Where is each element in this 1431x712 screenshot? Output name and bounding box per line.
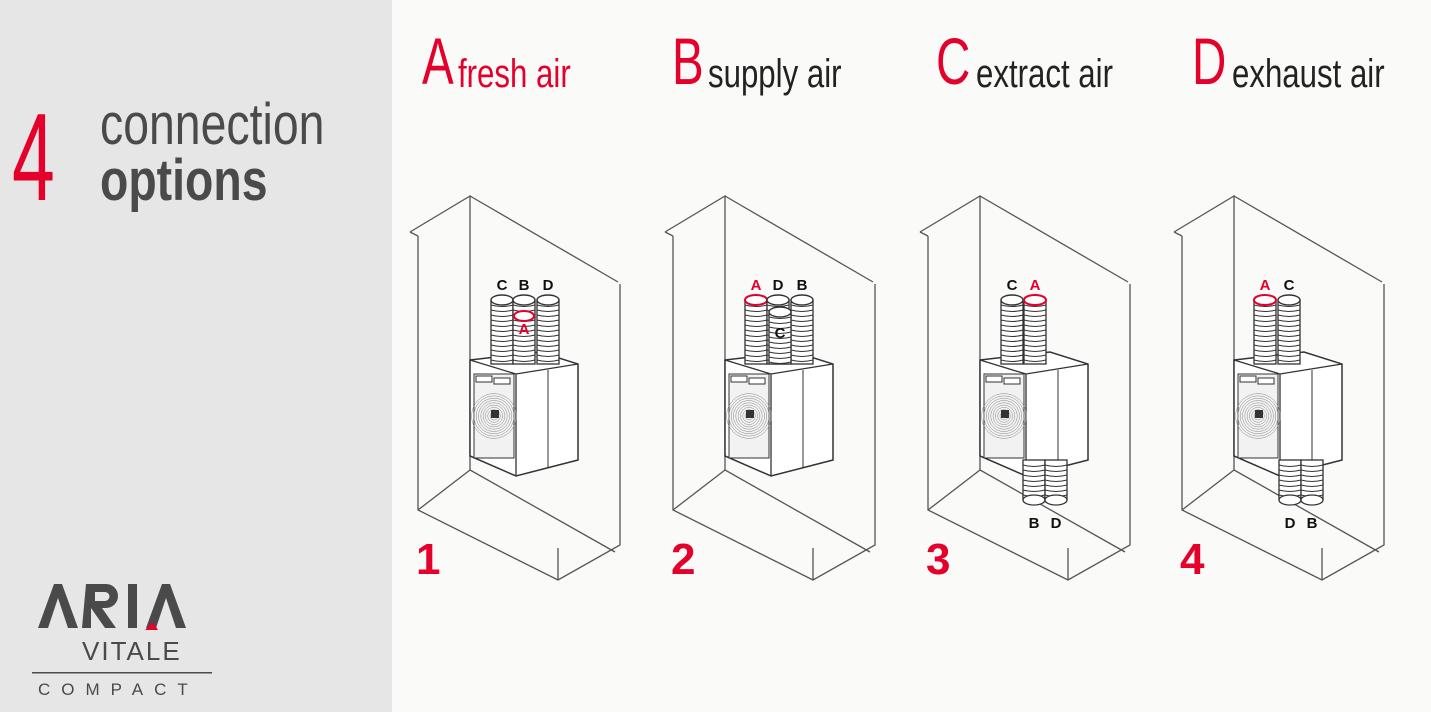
option-number: 1 <box>416 535 440 584</box>
svg-text:D: D <box>1285 515 1296 532</box>
aria-vitale-logo: VITALE <box>32 584 212 674</box>
svg-text:B: B <box>1029 515 1040 532</box>
legend-letter-c: C <box>936 24 971 98</box>
svg-text:A: A <box>751 277 762 294</box>
legend-letter-a: A <box>422 24 454 98</box>
svg-text:C: C <box>1284 277 1295 294</box>
svg-text:C: C <box>775 325 786 342</box>
option-number: 2 <box>671 535 695 584</box>
heading-line-1: connection <box>100 92 325 157</box>
svg-text:B: B <box>519 277 530 294</box>
legend-text-d: exhaust air <box>1231 52 1385 96</box>
svg-text:B: B <box>797 277 808 294</box>
option-number: 3 <box>926 535 950 584</box>
legend-letter-b: B <box>672 24 704 98</box>
legend-text-a: fresh air <box>458 52 571 96</box>
heading-line-2: options <box>100 148 268 213</box>
svg-text:C: C <box>497 277 508 294</box>
legend-text-b: supply air <box>708 52 842 96</box>
svg-text:B: B <box>1307 515 1318 532</box>
svg-text:D: D <box>1051 515 1062 532</box>
svg-text:D: D <box>543 277 554 294</box>
svg-text:C: C <box>1007 277 1018 294</box>
option-number: 4 <box>1180 535 1205 584</box>
sidebar-panel: 4 connection options VITALE COMPACT <box>0 0 392 712</box>
legend-text-c: extract air <box>975 52 1113 96</box>
options-count: 4 <box>12 89 55 227</box>
brand-sub: VITALE <box>82 636 182 666</box>
svg-text:A: A <box>1030 277 1041 294</box>
svg-text:D: D <box>773 277 784 294</box>
brand-tag: COMPACT <box>38 680 199 699</box>
svg-text:A: A <box>519 321 530 338</box>
svg-text:A: A <box>1260 277 1271 294</box>
legend-letter-d: D <box>1192 24 1227 98</box>
